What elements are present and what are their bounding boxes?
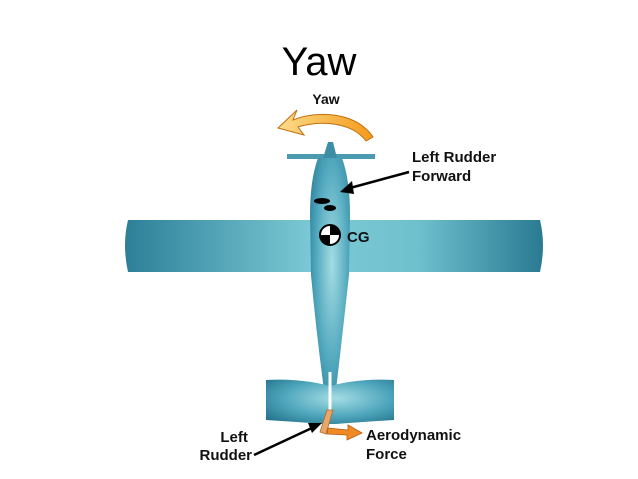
aerodynamic-force-line2: Force — [366, 446, 407, 463]
left-rudder-forward-line1: Left Rudder — [412, 149, 496, 166]
airplane — [125, 142, 543, 435]
slide-title: Yaw — [281, 40, 357, 84]
rudder-pointer-arrow-icon — [253, 425, 315, 457]
rudder-pedal-left — [314, 198, 330, 204]
fuselage — [310, 158, 350, 410]
left-rudder-line1: Left — [220, 429, 248, 446]
left-rudder-forward-line2: Forward — [412, 168, 471, 185]
aerodynamic-force-line1: Aerodynamic — [366, 427, 461, 444]
aerodynamic-force-label: Aerodynamic Force — [366, 427, 465, 463]
aerodynamic-force-arrow-icon — [326, 424, 363, 441]
pedal-pointer-arrow-icon — [349, 170, 410, 190]
left-rudder-forward-label: Left Rudder Forward — [412, 149, 500, 185]
rudder-pedal-right — [324, 205, 336, 211]
yaw-label: Yaw — [312, 91, 339, 107]
cg-marker-icon — [319, 224, 341, 246]
spinner — [323, 142, 337, 158]
left-rudder-line2: Rudder — [200, 447, 253, 464]
cg-label: CG — [347, 229, 370, 246]
rudder — [319, 409, 334, 435]
left-rudder-label: Left Rudder — [200, 429, 253, 464]
yaw-arrow-icon — [277, 109, 374, 142]
